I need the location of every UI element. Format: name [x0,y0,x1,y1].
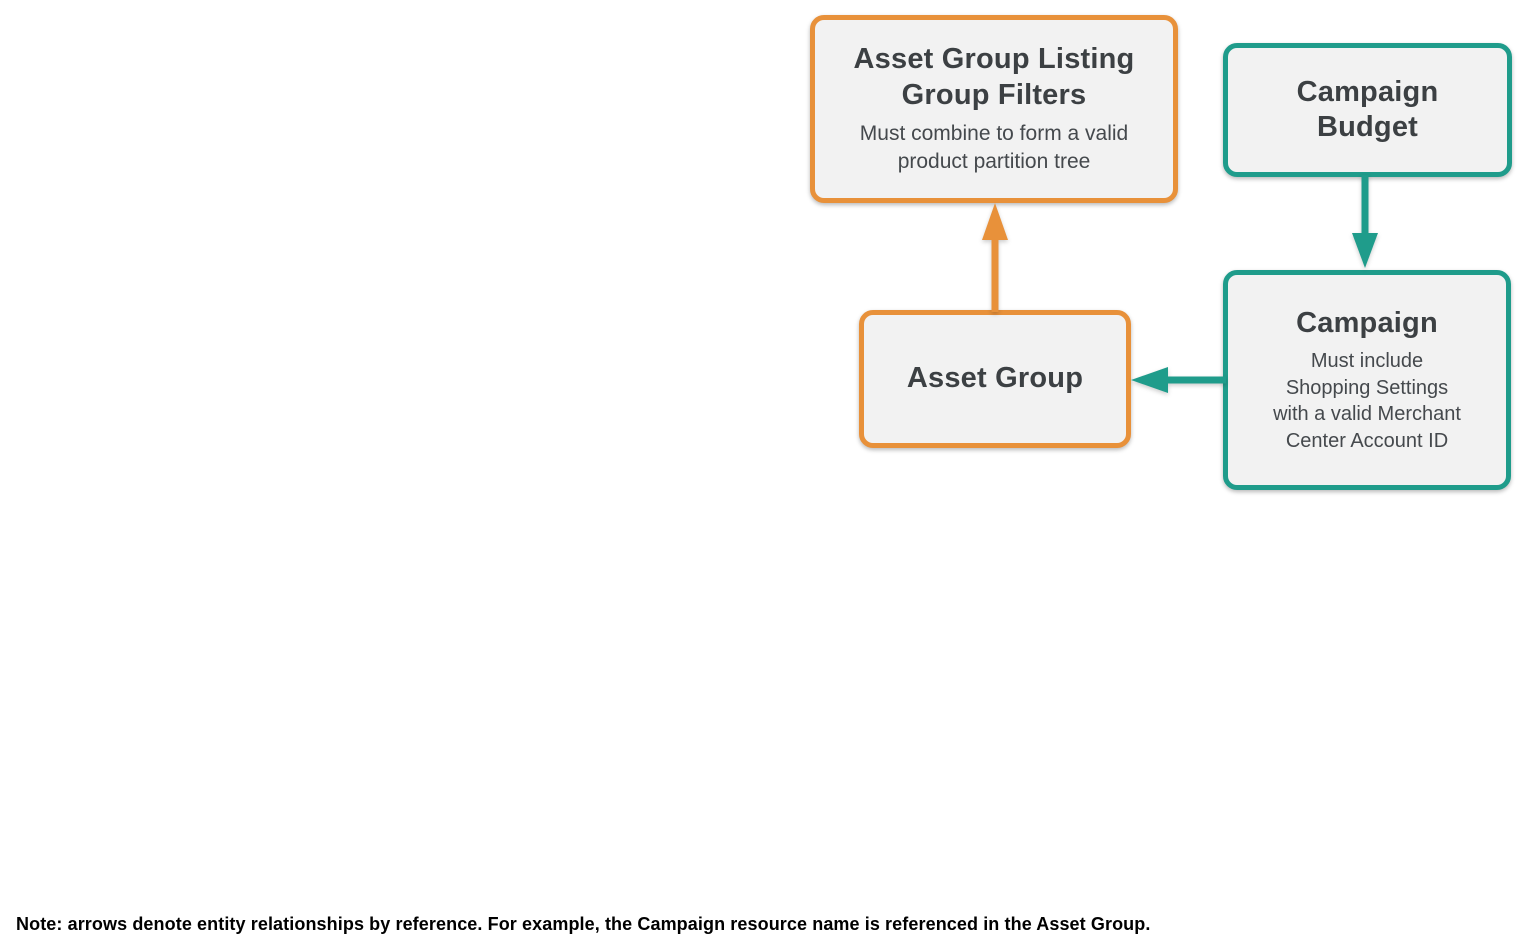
arrow-head [1131,367,1168,393]
arrow-campaign-budget-to-campaign-icon [1352,175,1378,268]
arrow-asset-group-to-listing-filters-icon [982,203,1008,312]
node-asset-group-listing-group-filters: Asset Group Listing Group Filters Must c… [810,15,1178,203]
arrow-shaft [1361,175,1369,237]
node-subtitle-listing-filters: Must combine to form a valid product par… [859,122,1129,173]
node-asset-group: Asset Group [859,310,1131,448]
arrow-shaft [1166,376,1226,384]
node-title-listing-filters: Asset Group Listing Group Filters [853,43,1135,111]
node-subtitle-campaign: Must include Shopping Settings with a va… [1273,350,1461,452]
node-campaign: Campaign Must include Shopping Settings … [1223,270,1511,490]
node-campaign-budget: Campaign Budget [1223,43,1512,177]
diagram-note: Note: arrows denote entity relationships… [16,914,1151,934]
arrow-head [982,203,1008,240]
arrow-head [1352,233,1378,268]
arrow-shaft [991,234,999,312]
arrow-campaign-to-asset-group-icon [1131,367,1226,393]
node-title-campaign-budget: Campaign Budget [1296,75,1439,143]
node-title-asset-group: Asset Group [906,362,1084,395]
node-title-campaign: Campaign [1296,307,1438,340]
